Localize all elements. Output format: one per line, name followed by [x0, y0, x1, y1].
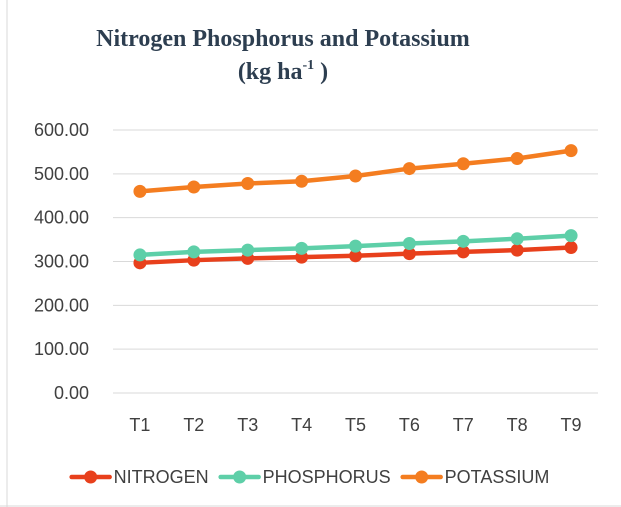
legend-swatch-marker	[84, 470, 98, 484]
legend-item-nitrogen: NITROGEN	[69, 467, 209, 487]
y-tick-label: 400.00	[34, 208, 89, 228]
data-point-phosphorus	[402, 237, 416, 251]
data-point-phosphorus	[133, 248, 147, 262]
data-point-nitrogen	[564, 240, 578, 254]
y-tick-label: 200.00	[34, 295, 89, 315]
legend-label: NITROGEN	[114, 467, 209, 487]
x-tick-label: T9	[561, 415, 582, 435]
x-tick-label: T7	[453, 415, 474, 435]
chart-subtitle-suffix: )	[314, 59, 328, 85]
data-point-potassium	[510, 151, 524, 165]
data-point-nitrogen	[402, 247, 416, 261]
chart-subtitle: (kg ha-1 )	[238, 58, 328, 85]
y-tick-label: 100.00	[34, 339, 89, 359]
legend-item-phosphorus: PHOSPHORUS	[218, 467, 391, 487]
x-tick-label: T4	[291, 415, 312, 435]
x-tick-label: T3	[237, 415, 258, 435]
chart-subtitle-prefix: (kg ha	[238, 59, 303, 85]
legend-label: POTASSIUM	[445, 467, 550, 487]
data-point-nitrogen	[349, 249, 362, 263]
data-point-phosphorus	[295, 241, 309, 255]
data-point-potassium	[349, 169, 362, 183]
legend: NITROGEN PHOSPHORUS POTASSIUM	[69, 467, 550, 487]
data-point-potassium	[402, 162, 416, 176]
data-point-potassium	[456, 157, 470, 171]
data-point-potassium	[564, 144, 578, 158]
chart-title: Nitrogen Phosphorus and Potassium	[96, 26, 470, 52]
y-tick-label: 600.00	[34, 120, 89, 140]
x-axis-ticks: T1 T2 T3 T4 T5 T6 T7 T8 T9	[129, 415, 581, 435]
y-tick-label: 0.00	[54, 383, 89, 403]
data-point-phosphorus	[456, 234, 470, 248]
data-point-potassium	[187, 180, 201, 194]
x-tick-label: T1	[129, 415, 150, 435]
x-tick-label: T6	[399, 415, 420, 435]
y-tick-label: 500.00	[34, 164, 89, 184]
series-phosphorus	[133, 229, 578, 262]
y-tick-label: 300.00	[34, 252, 89, 272]
legend-swatch-marker	[415, 470, 429, 484]
legend-label: PHOSPHORUS	[263, 467, 391, 487]
data-point-nitrogen	[510, 243, 524, 257]
data-point-potassium	[295, 174, 309, 188]
data-point-nitrogen	[456, 245, 470, 259]
legend-item-potassium: POTASSIUM	[400, 467, 550, 487]
chart-subtitle-superscript: -1	[303, 58, 315, 73]
data-point-phosphorus	[564, 229, 578, 243]
data-point-potassium	[241, 176, 255, 190]
data-point-phosphorus	[187, 245, 201, 259]
legend-swatch-marker	[233, 470, 247, 484]
data-point-phosphorus	[510, 232, 524, 246]
data-point-phosphorus	[349, 239, 362, 253]
y-axis-ticks: 0.00 100.00 200.00 300.00 400.00 500.00 600.00	[34, 120, 89, 403]
x-tick-label: T2	[183, 415, 204, 435]
x-tick-label: T8	[507, 415, 528, 435]
series-lines	[133, 144, 578, 270]
series-potassium	[133, 144, 578, 198]
x-tick-label: T5	[345, 415, 366, 435]
data-point-potassium	[133, 184, 147, 198]
data-point-phosphorus	[241, 243, 255, 257]
